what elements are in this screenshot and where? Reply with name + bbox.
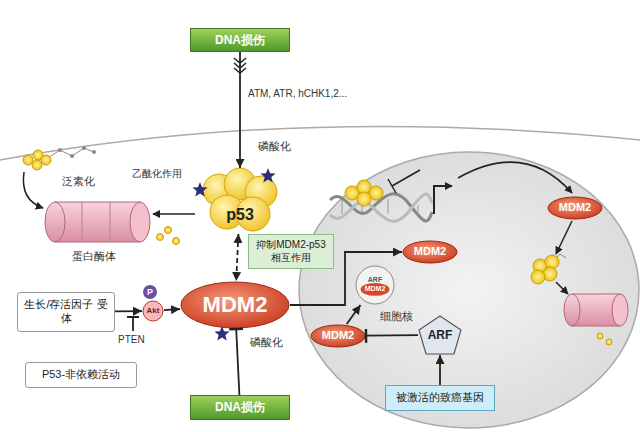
mdm2-ellipse: MDM2 bbox=[402, 240, 458, 264]
oncogene-box: 被激活的致癌基因 bbox=[385, 385, 495, 411]
node-label: 抑制MDM2-p53相互作用 bbox=[253, 239, 329, 264]
arf-pentagon: ARF bbox=[418, 315, 462, 355]
process-label: 乙酰化作用 bbox=[132, 168, 182, 180]
receptor-box: 生长/存活因子 受体 bbox=[17, 292, 115, 332]
node-label: Akt bbox=[147, 306, 160, 316]
node-label: 被激活的致癌基因 bbox=[396, 391, 484, 405]
mdm2-ellipse: MDM2 bbox=[547, 196, 603, 220]
node-label: P53-非依赖活动 bbox=[42, 368, 120, 382]
node-label: 生长/存活因子 受体 bbox=[23, 298, 109, 326]
arrow-connector bbox=[236, 234, 238, 281]
akt-circle: Akt bbox=[142, 300, 164, 322]
dna-damage-box: DNA损伤 bbox=[190, 28, 290, 52]
node-label: 细胞核 bbox=[380, 310, 413, 324]
inhibition-bar bbox=[127, 317, 139, 331]
flow-arrow bbox=[23, 172, 43, 208]
gene-label: PTEN bbox=[118, 334, 145, 346]
kinase-list: ATM, ATR, hCHK1,2... bbox=[248, 88, 347, 100]
activity-box: P53-非依赖活动 bbox=[25, 362, 137, 388]
inhibitor-box: 抑制MDM2-p53相互作用 bbox=[248, 234, 334, 269]
mdm2-ellipse: MDM2 bbox=[180, 281, 290, 329]
cell-membrane bbox=[0, 126, 640, 160]
arrow-connector bbox=[164, 309, 180, 310]
arrow-connector bbox=[439, 355, 441, 385]
node-label: DNA损伤 bbox=[215, 33, 265, 48]
p53-shape bbox=[197, 168, 283, 234]
node-label: p53 bbox=[226, 205, 254, 225]
proteasome bbox=[45, 202, 150, 242]
inhibition-connector bbox=[236, 329, 239, 395]
node-label: MDM2 bbox=[203, 291, 268, 319]
peptide-fragments bbox=[157, 227, 180, 245]
node-label: MDM2 bbox=[322, 329, 354, 343]
node-label: ARF bbox=[428, 328, 453, 343]
node-label: DNA损伤 bbox=[215, 400, 265, 415]
part-label: 蛋白酶体 bbox=[72, 250, 116, 263]
node-label: MDM2 bbox=[365, 285, 386, 294]
process-label: 磷酸化 bbox=[250, 336, 283, 349]
p53-protein: p53 bbox=[197, 168, 283, 234]
ubiquitin-chain bbox=[23, 146, 96, 170]
phosphate-label: P bbox=[143, 286, 157, 298]
arrow-connector bbox=[239, 52, 241, 168]
arf-mdm2-complex: ARFMDM2 bbox=[355, 265, 395, 305]
node-label: MDM2 bbox=[559, 201, 591, 215]
dna-damage-box: DNA损伤 bbox=[190, 395, 290, 420]
mdm2-ellipse: MDM2 bbox=[310, 324, 366, 348]
degradation-arrow bbox=[153, 213, 195, 215]
node-label: MDM2 bbox=[414, 245, 446, 259]
process-label: 泛素化 bbox=[62, 175, 95, 188]
arrow-connector bbox=[115, 310, 142, 312]
process-label: 磷酸化 bbox=[258, 140, 291, 153]
node-label: ARF bbox=[368, 276, 382, 285]
phosphate-dot bbox=[143, 285, 157, 299]
